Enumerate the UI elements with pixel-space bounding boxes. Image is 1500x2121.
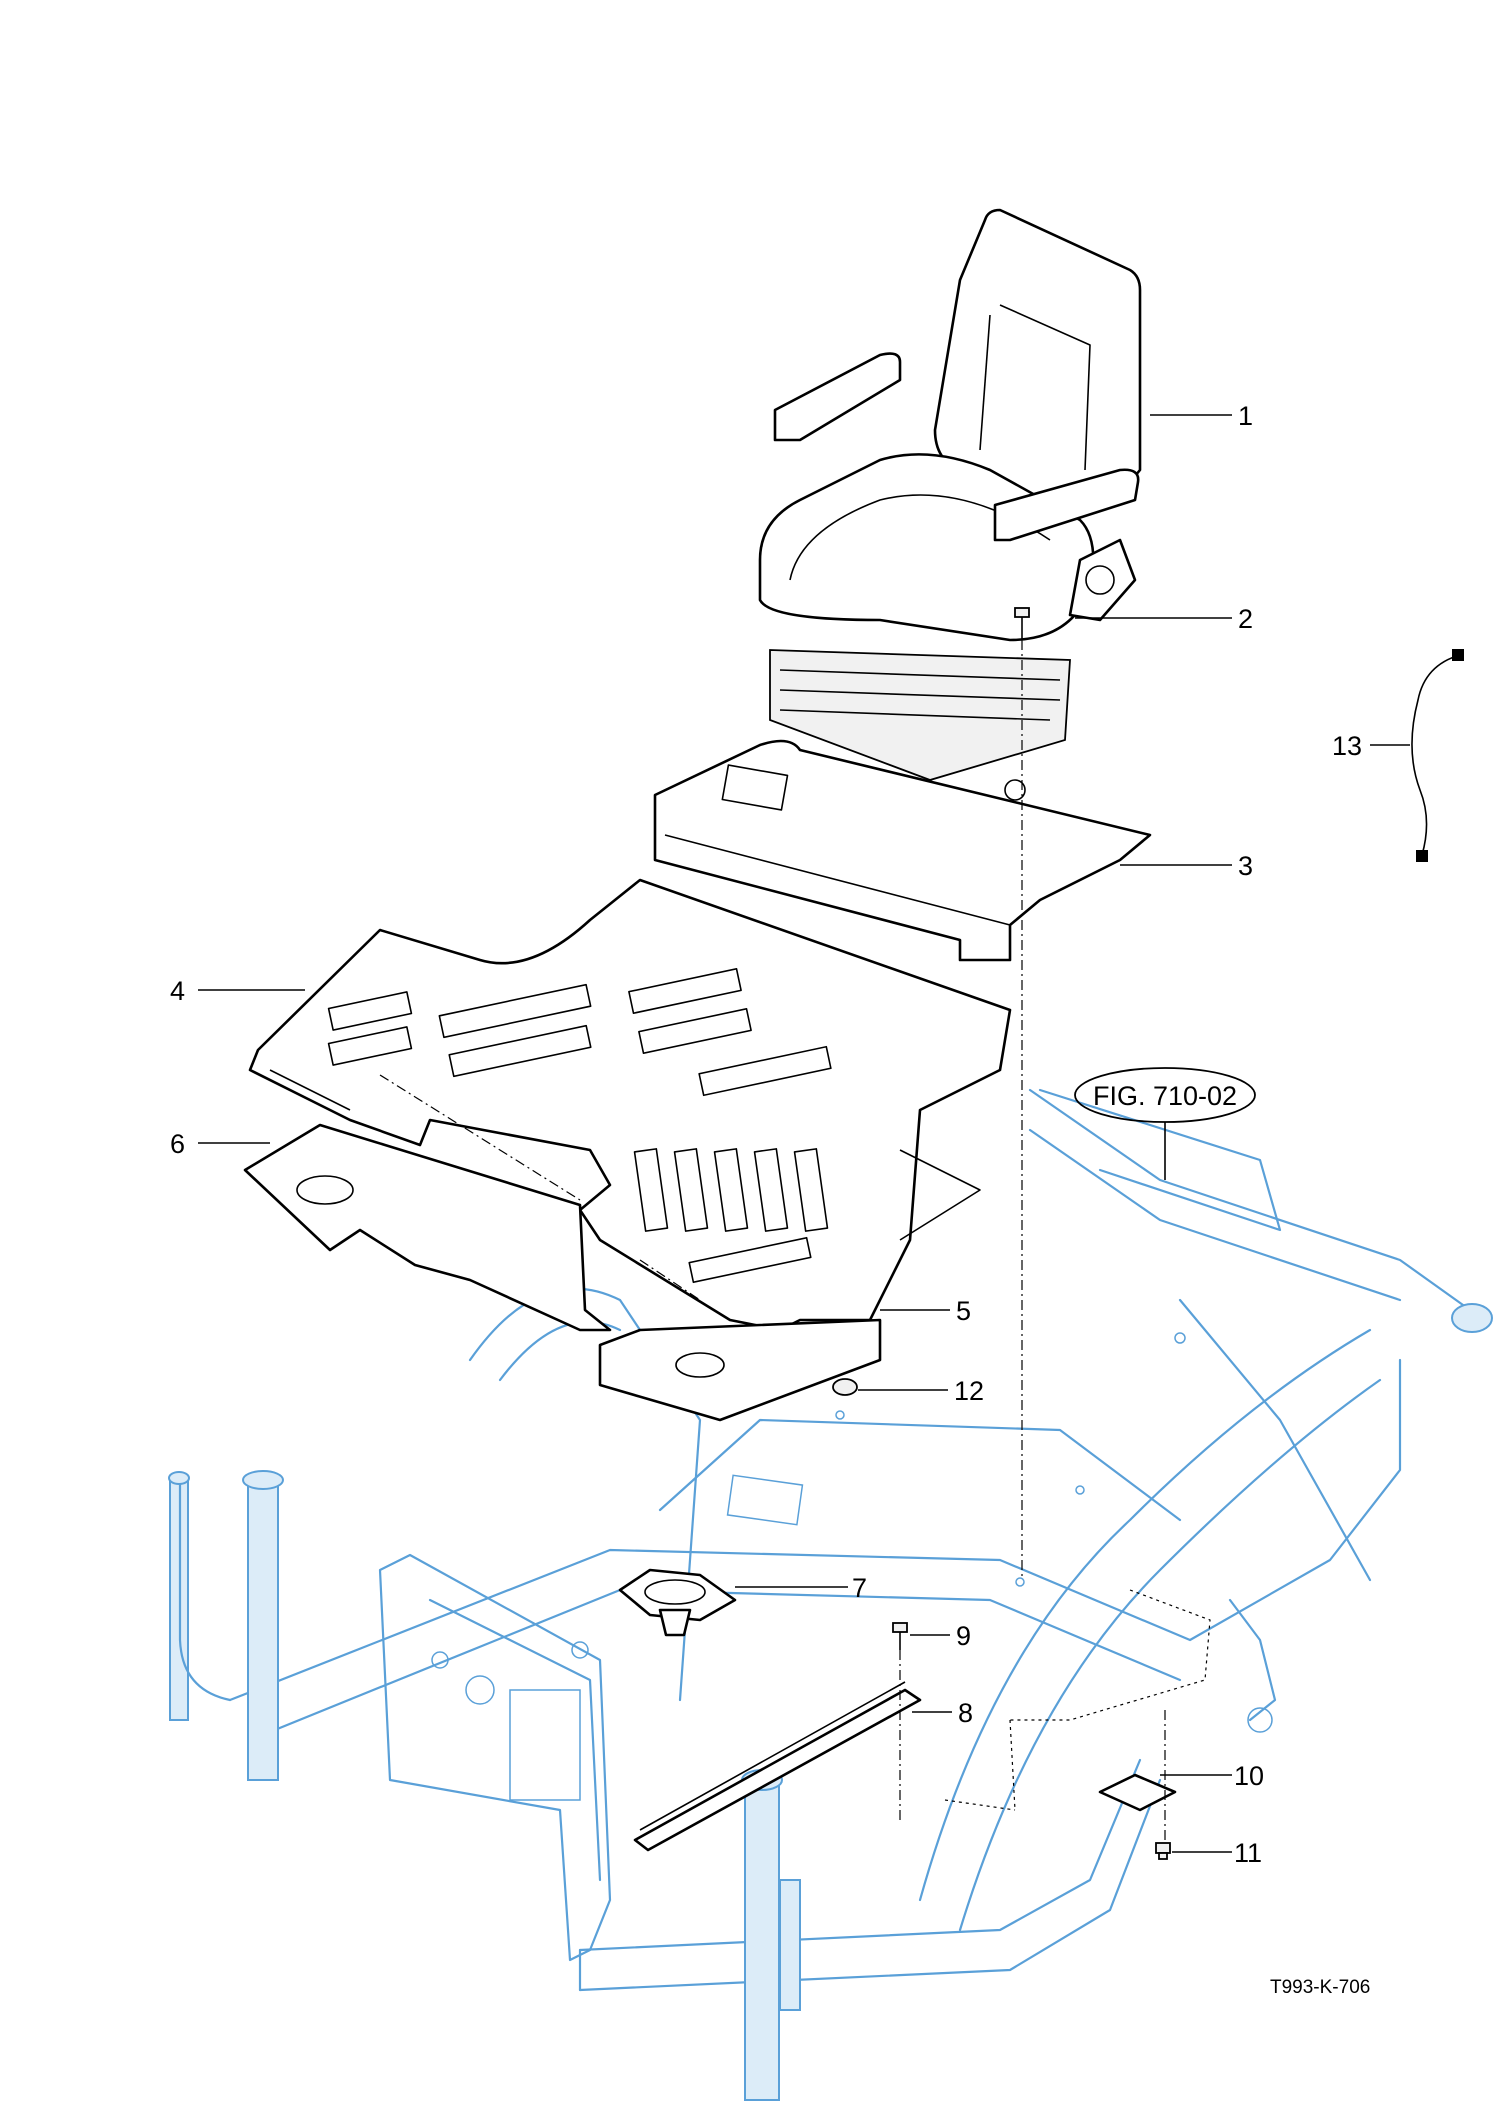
callout-7: 7	[852, 1573, 867, 1603]
bolt-2	[1014, 607, 1030, 640]
floor-mat	[248, 878, 1012, 1332]
callout-6: 6	[170, 1129, 185, 1159]
wire-harness	[1411, 649, 1464, 862]
figure-reference-label: FIG. 710-02	[1093, 1081, 1237, 1111]
under-mat-left	[243, 1123, 612, 1332]
assembly-lines	[379, 640, 1211, 1843]
callout-1: 1	[1238, 401, 1253, 431]
callout-8: 8	[958, 1698, 973, 1728]
callouts: 1 2 3 4 5 6 7 8 9 10 11 12 13	[170, 401, 1410, 1868]
callout-10: 10	[1234, 1761, 1264, 1791]
rear-floor-plate	[653, 739, 1152, 962]
plate-10	[1098, 1773, 1177, 1812]
callout-11: 11	[1234, 1838, 1262, 1868]
nut-11	[1155, 1842, 1171, 1860]
callout-9: 9	[956, 1621, 971, 1651]
figure-reference: FIG. 710-02	[1074, 1067, 1256, 1180]
callout-12: 12	[954, 1376, 984, 1406]
rail	[633, 1681, 922, 1852]
callout-3: 3	[1238, 851, 1253, 881]
callout-13: 13	[1332, 731, 1362, 761]
callout-2: 2	[1238, 604, 1253, 634]
plug	[832, 1378, 858, 1396]
callout-4: 4	[170, 976, 185, 1006]
under-mat-front	[598, 1149, 981, 1422]
bolt-9	[892, 1622, 908, 1650]
grommet	[618, 1568, 737, 1637]
cab-frame	[168, 1088, 1493, 2101]
callout-5: 5	[956, 1296, 971, 1326]
drawing-number: T993-K-706	[1270, 1977, 1370, 1998]
seat-assembly	[758, 208, 1142, 781]
